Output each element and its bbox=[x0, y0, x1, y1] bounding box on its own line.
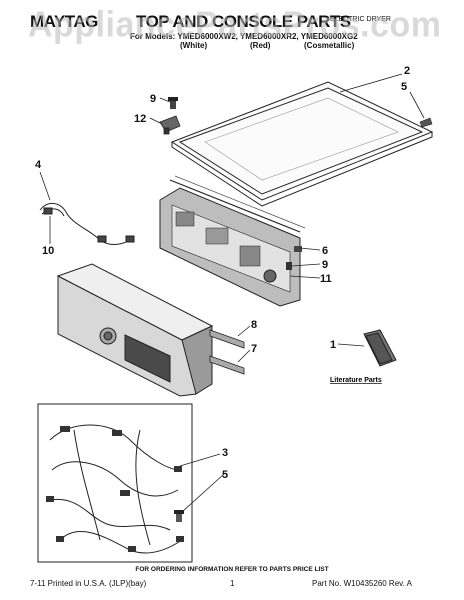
literature-label: Literature Parts bbox=[330, 377, 382, 384]
callout-10: 10 bbox=[42, 245, 54, 257]
clip-icon bbox=[286, 246, 302, 270]
page-number: 1 bbox=[230, 579, 235, 588]
callout-7: 7 bbox=[251, 343, 257, 355]
printed-info: 7-11 Printed in U.S.A. (JLP)(bay) bbox=[30, 579, 147, 588]
callout-12: 12 bbox=[134, 113, 146, 125]
callout-6: 6 bbox=[322, 245, 328, 257]
page-title: TOP AND CONSOLE PARTS bbox=[136, 12, 351, 31]
ordering-note: FOR ORDERING INFORMATION REFER TO PARTS … bbox=[135, 566, 329, 573]
screw-icon bbox=[174, 510, 184, 522]
callout-8: 8 bbox=[251, 319, 257, 331]
color-white: (White) bbox=[180, 41, 208, 50]
callout-9: 9 bbox=[322, 259, 328, 271]
callout-5: 5 bbox=[401, 81, 407, 93]
callout-1: 1 bbox=[330, 339, 336, 351]
models-line: For Models: YMED6000XW2, YMED6000XR2, YM… bbox=[130, 32, 358, 41]
connector-strip bbox=[209, 329, 245, 375]
bracket-icon bbox=[159, 115, 181, 135]
color-red: (Red) bbox=[250, 41, 271, 50]
brand-logo: MAYTAG bbox=[30, 12, 98, 31]
console-panel bbox=[56, 263, 214, 397]
console-frame bbox=[159, 175, 306, 307]
callout-11: 11 bbox=[320, 273, 332, 285]
callouts: 1 2 3 4 5 5 6 7 8 9 9 10 11 12 bbox=[35, 65, 410, 481]
callout-2: 2 bbox=[404, 65, 410, 77]
top-panel bbox=[170, 81, 434, 207]
literature-booklet bbox=[363, 329, 397, 367]
screw-icon bbox=[168, 97, 178, 109]
color-cosmetallic: (Cosmetallic) bbox=[304, 41, 355, 50]
part-number: Part No. W10435260 Rev. A bbox=[312, 579, 412, 588]
screw-icon bbox=[419, 117, 433, 128]
wire-harness-small bbox=[39, 203, 135, 245]
callout-4: 4 bbox=[35, 159, 42, 171]
main-wire-harness bbox=[37, 403, 193, 563]
callout-3: 3 bbox=[222, 447, 228, 459]
product-type: ELECTRIC DRYER bbox=[330, 16, 391, 23]
callout-9: 9 bbox=[150, 93, 156, 105]
callout-5: 5 bbox=[222, 469, 228, 481]
leader-lines bbox=[39, 73, 425, 513]
watermark: AppliancePartsPros.com bbox=[28, 5, 442, 45]
